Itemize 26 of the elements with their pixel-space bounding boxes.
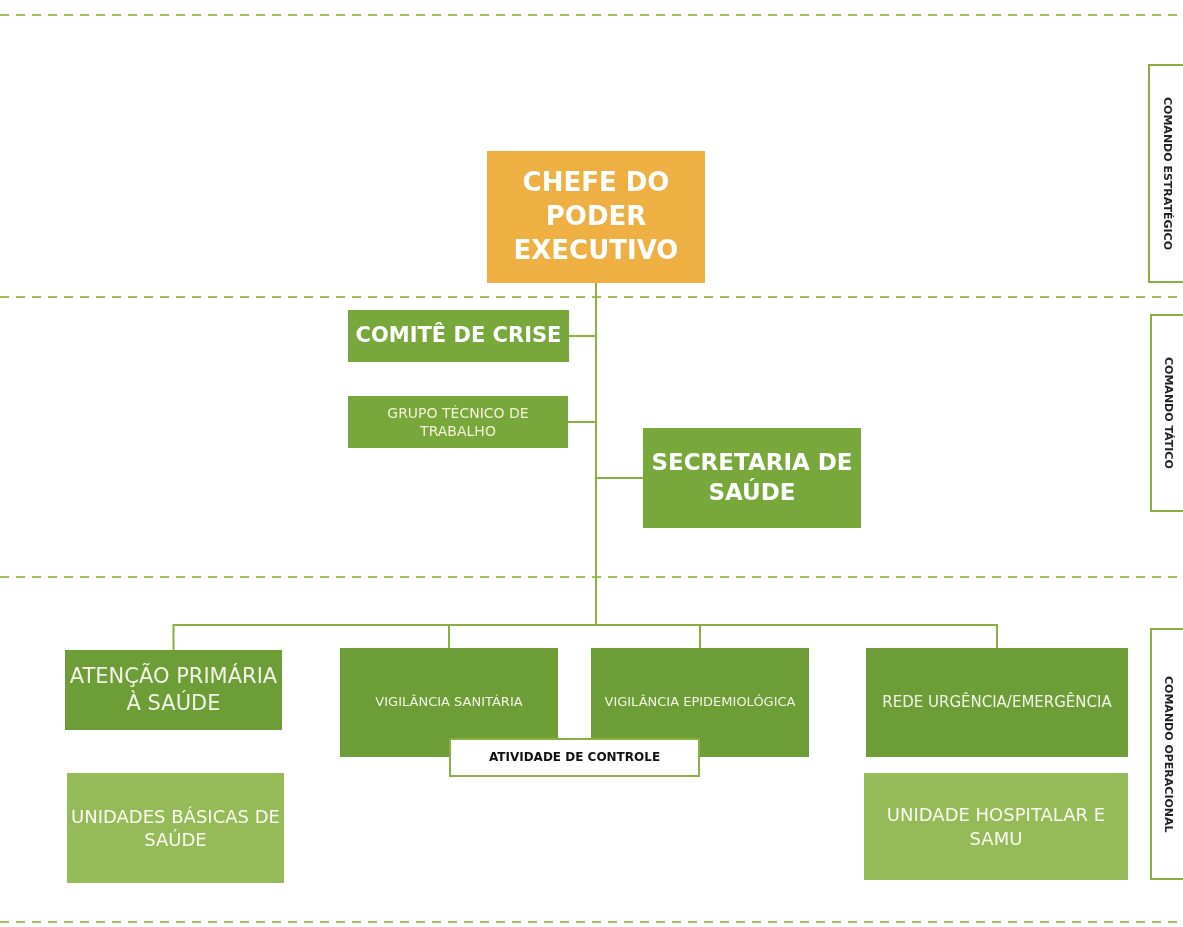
committee-box — [348, 396, 568, 448]
node-label: GRUPO TÉCNICO DE TRABALHO — [386, 403, 530, 441]
node-label: ATENÇÃO PRIMÁRIA À SAÚDE — [68, 662, 279, 717]
node-label: COMANDO TÁTICO — [1160, 357, 1175, 469]
department-box — [65, 650, 282, 730]
node-label: ATIVIDADE DE CONTROLE — [488, 749, 661, 766]
node-label: COMANDO OPERACIONAL — [1160, 675, 1175, 833]
tier-bracket-box — [1150, 628, 1183, 880]
unit-box — [67, 773, 284, 883]
node-label: UNIDADES BÁSICAS DE SAÚDE — [70, 804, 281, 852]
node-label: COMITÊ DE CRISE — [355, 322, 562, 350]
node-label: CHEFE DO PODER EXECUTIVO — [512, 166, 680, 267]
node-label: VIGILÂNCIA EPIDEMIOLÓGICA — [604, 694, 796, 711]
node-label: VIGILÂNCIA SANITÁRIA — [375, 694, 523, 711]
unit-box — [864, 773, 1128, 880]
node-label: COMANDO ESTRATÉGICO — [1159, 96, 1174, 250]
committee-box — [348, 310, 569, 362]
node-label: UNIDADE HOSPITALAR E SAMU — [885, 803, 1107, 850]
tier-bracket-box — [1148, 64, 1183, 283]
node-label: SECRETARIA DE SAÚDE — [650, 448, 854, 507]
executive-box — [487, 151, 705, 283]
department-box — [866, 648, 1128, 757]
committee-box — [643, 428, 861, 528]
activity-box — [449, 738, 700, 777]
node-label: REDE URGÊNCIA/EMERGÊNCIA — [882, 692, 1112, 713]
tier-bracket-box — [1150, 314, 1183, 512]
